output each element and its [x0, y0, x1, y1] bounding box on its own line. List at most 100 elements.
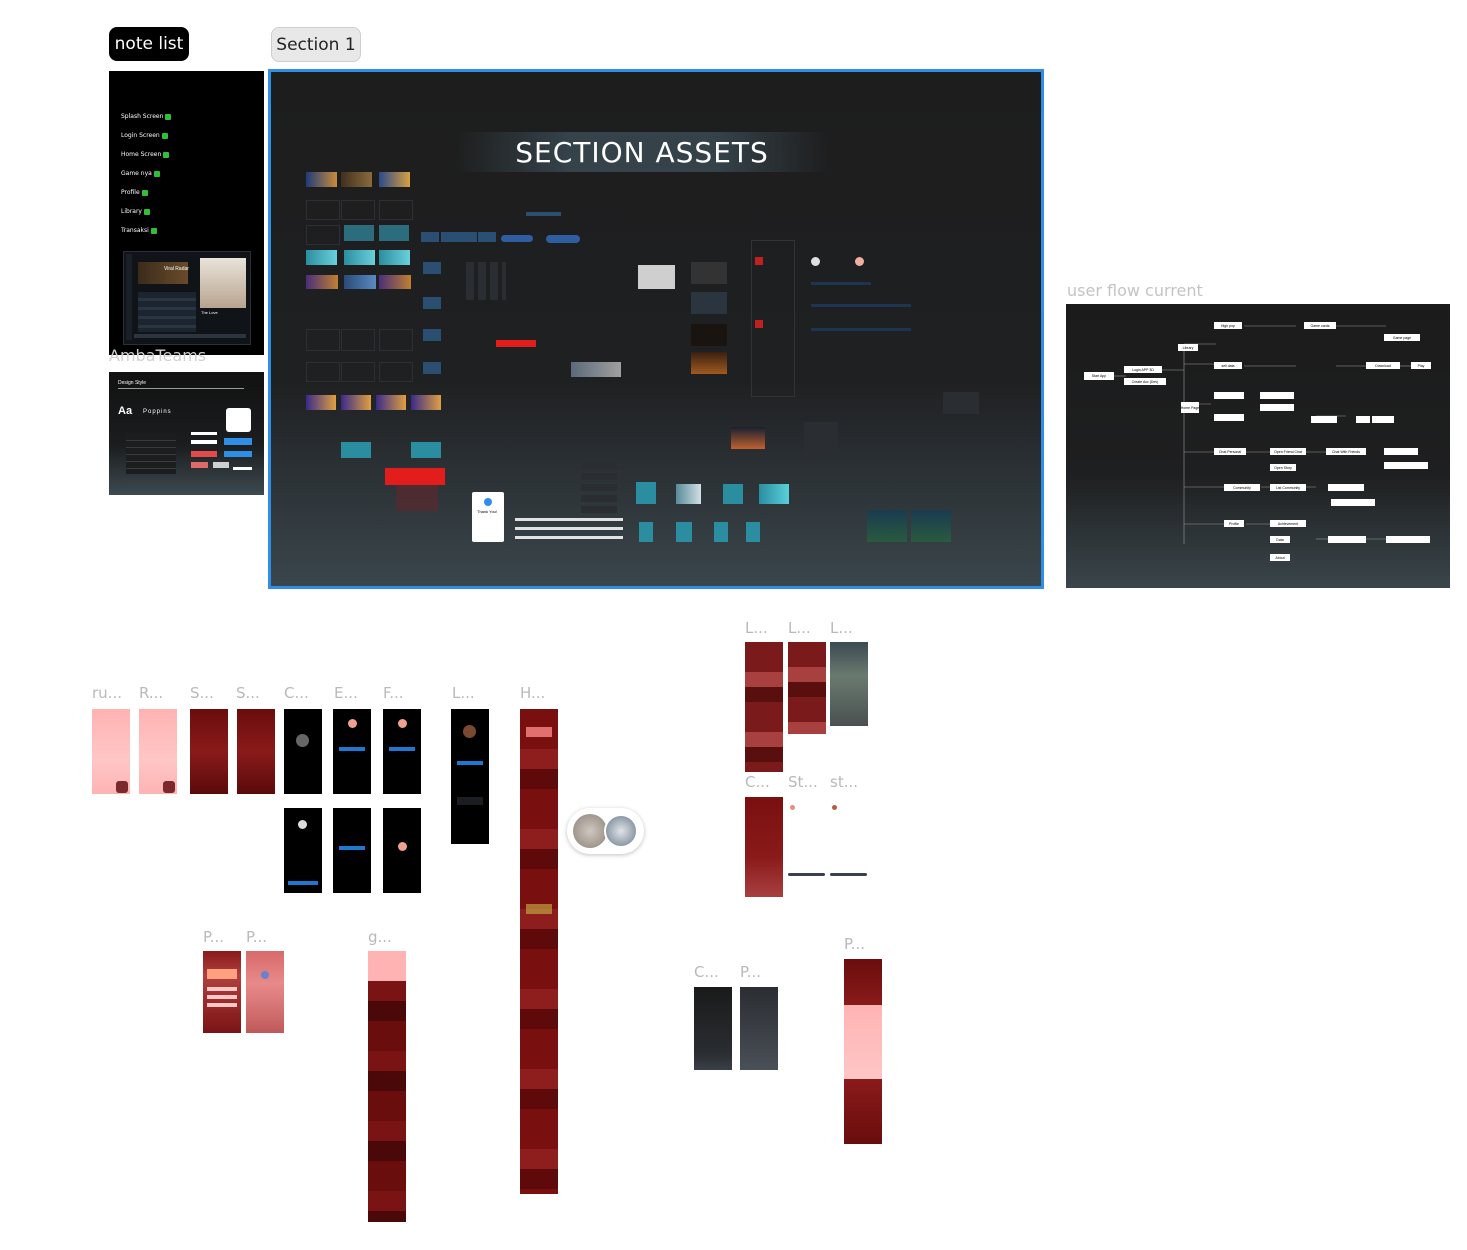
note-item: Splash Screen	[121, 107, 172, 126]
list-card	[306, 329, 340, 351]
flow-node	[1328, 484, 1364, 491]
flow-node: Login APP 3D	[1124, 366, 1162, 373]
flow-node: Profile	[1224, 520, 1244, 527]
flow-node: Game cards	[1304, 322, 1336, 329]
flow-node: Home Page	[1181, 402, 1199, 413]
blue-bar	[811, 304, 911, 307]
note-list-frame[interactable]: Splash Screen Login Screen Home Screen G…	[109, 71, 264, 355]
teal-card	[341, 442, 371, 458]
blue-button	[423, 297, 441, 309]
list-card	[379, 362, 413, 382]
screen-frame[interactable]	[830, 642, 868, 726]
image-card	[691, 352, 727, 374]
list-card	[341, 362, 375, 382]
frame-label: L...	[788, 619, 811, 637]
image-card	[691, 292, 727, 314]
note-item: Transaksi	[121, 221, 171, 240]
teal-card	[759, 484, 789, 504]
check-icon	[163, 151, 170, 158]
screen-frame-long[interactable]	[368, 951, 406, 1222]
flow-node: List Community	[1270, 484, 1306, 491]
game-thumbnail	[376, 395, 406, 410]
frame-label: E...	[334, 684, 358, 702]
check-icon	[161, 132, 168, 139]
note-item: Login Screen	[121, 126, 171, 145]
game-screenshot	[867, 510, 907, 542]
section-1-label[interactable]: Section 1	[271, 27, 361, 62]
flow-node	[1384, 448, 1418, 455]
check-icon	[141, 189, 148, 196]
screen-frame[interactable]	[333, 808, 371, 893]
avatar	[573, 814, 607, 848]
frame-label: P...	[246, 928, 268, 946]
story-dot	[832, 805, 837, 810]
screen-frame[interactable]	[190, 709, 228, 794]
screen-frame[interactable]	[139, 709, 177, 794]
game-thumbnail	[411, 395, 441, 410]
blue-button	[423, 262, 441, 274]
teal-card	[344, 225, 374, 241]
frame-label: P...	[203, 928, 225, 946]
screen-frame[interactable]	[203, 951, 241, 1033]
flow-node: Chat Personal	[1214, 448, 1246, 455]
section-assets-frame[interactable]: SECTION ASSETS	[268, 69, 1044, 589]
blue-pill-button	[501, 235, 533, 242]
screen-frame[interactable]	[237, 709, 275, 794]
thank-you-card: Thank You!	[472, 492, 504, 542]
slider	[526, 212, 561, 216]
note-item: Profile	[121, 183, 171, 202]
red-icon	[755, 320, 763, 328]
font-sample: Aa	[118, 405, 133, 417]
keypad	[466, 262, 506, 300]
check-icon	[150, 227, 157, 234]
list-card	[379, 200, 413, 220]
red-icon	[755, 257, 763, 265]
screen-frame[interactable]	[788, 642, 826, 734]
check-icon	[153, 170, 160, 177]
teal-card	[723, 484, 743, 504]
flow-node	[1214, 392, 1244, 399]
game-thumbnail	[379, 172, 410, 187]
screen-frame[interactable]	[383, 709, 421, 794]
screen-frame-long[interactable]	[844, 959, 882, 1144]
game-thumbnail	[344, 275, 376, 289]
screen-frame[interactable]	[740, 987, 778, 1070]
note-list-label[interactable]: note list	[109, 27, 189, 61]
flow-node: Create Acc (Dev)	[1124, 378, 1166, 385]
frame-label: St...	[788, 773, 818, 791]
teal-gradient-card	[379, 250, 410, 265]
flow-node	[1260, 392, 1294, 399]
frame-label: g...	[368, 928, 392, 946]
teal-card	[746, 522, 760, 542]
screen-frame[interactable]	[246, 951, 284, 1033]
thank-you-text: Thank You!	[477, 509, 498, 514]
frame-label: P...	[844, 935, 866, 953]
section-1-text: Section 1	[276, 34, 356, 55]
app-preview: Viral Radar The Love	[123, 251, 251, 345]
screen-frame[interactable]	[383, 808, 421, 893]
user-flow-frame[interactable]: Start App Login APP 3D Create Acc (Dev) …	[1066, 304, 1450, 588]
frame-label: P...	[740, 963, 762, 981]
screen-frame[interactable]	[333, 709, 371, 794]
screen-frame[interactable]	[92, 709, 130, 794]
frame-label: ru...	[92, 684, 122, 702]
teal-card	[676, 522, 692, 542]
preview-title: Viral Radar	[164, 266, 189, 272]
flow-node	[1260, 404, 1294, 411]
screen-frame[interactable]	[284, 808, 322, 893]
screen-frame[interactable]	[451, 709, 489, 844]
screen-frame-long[interactable]	[520, 709, 558, 1194]
screen-frame[interactable]	[745, 797, 783, 897]
list-card	[379, 329, 413, 351]
frame-label: S...	[236, 684, 260, 702]
screen-frame[interactable]	[745, 642, 783, 772]
flow-node: Open Friend Chat	[1270, 448, 1306, 455]
teal-card	[714, 522, 728, 542]
screen-frame[interactable]	[694, 987, 732, 1070]
flow-node	[1214, 414, 1244, 421]
screen-frame[interactable]	[284, 709, 322, 794]
design-style-frame[interactable]: Design Style Aa Poppins	[109, 372, 264, 495]
frame-label: L...	[830, 619, 853, 637]
game-thumbnail	[306, 275, 338, 289]
blue-button	[423, 329, 441, 341]
